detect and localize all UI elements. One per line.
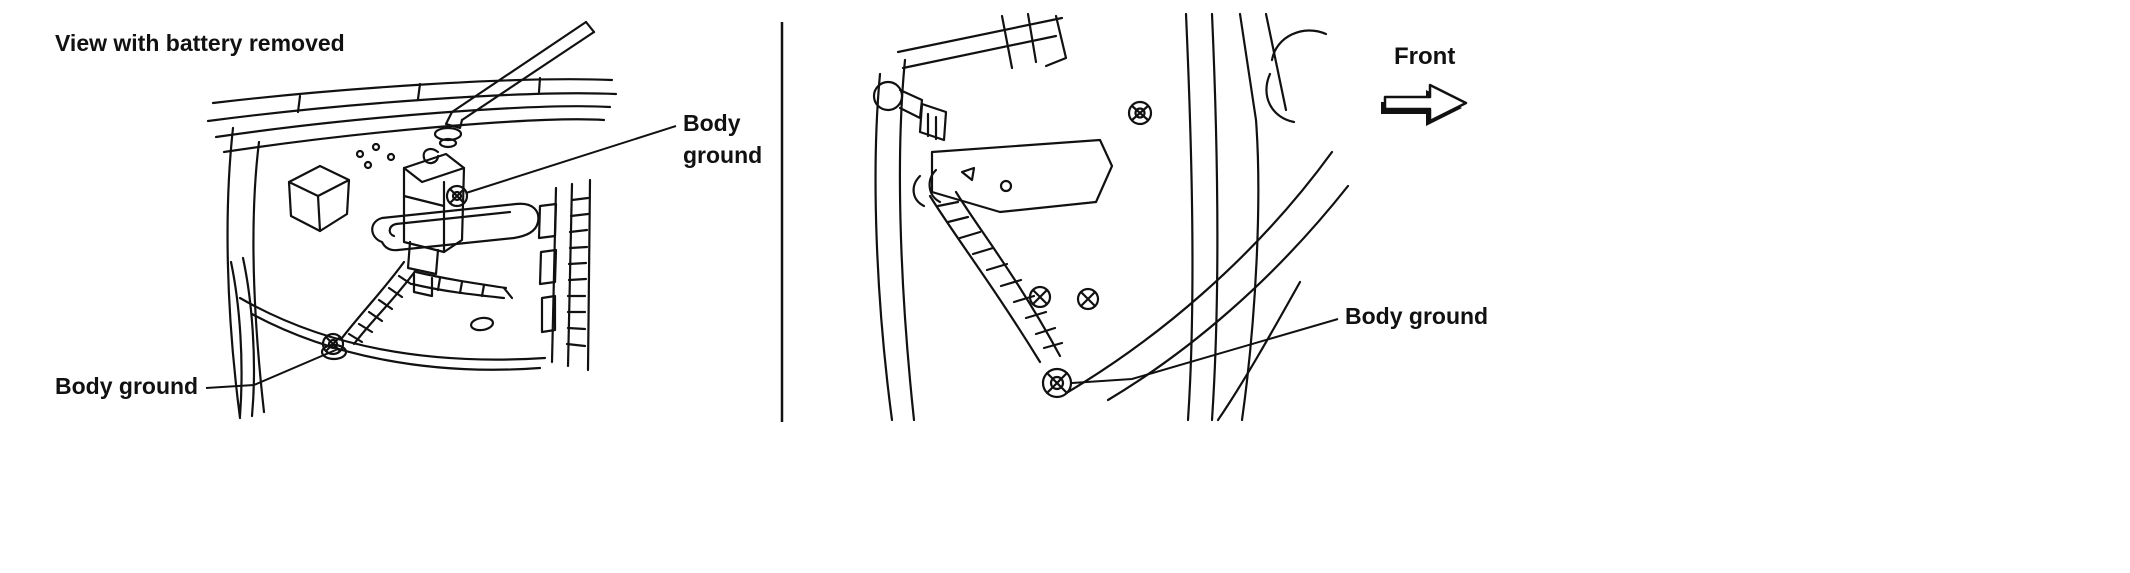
leader-upper-body-ground (465, 125, 677, 194)
right-illustration (872, 12, 1350, 422)
body-ground-bolt-right (1041, 367, 1073, 399)
label-body-ground-right: Body ground (1345, 303, 1489, 329)
left-panel-title: View with battery removed (55, 30, 345, 56)
bolt-mid-right (1076, 287, 1100, 311)
leader-right-body-ground (1071, 318, 1339, 384)
label-body-ground-lower: Body ground (55, 373, 199, 399)
label-body-ground-upper: Body ground (683, 110, 763, 169)
bolt-mid-left (1028, 285, 1052, 309)
label-front: Front (1394, 43, 1456, 70)
bolt-top (1127, 100, 1153, 126)
front-arrow-icon (1381, 83, 1468, 126)
leader-lower-body-ground (205, 348, 339, 389)
left-illustration (206, 20, 618, 420)
body-ground-bolt-upper (445, 184, 469, 208)
leader-lines (205, 125, 1339, 389)
